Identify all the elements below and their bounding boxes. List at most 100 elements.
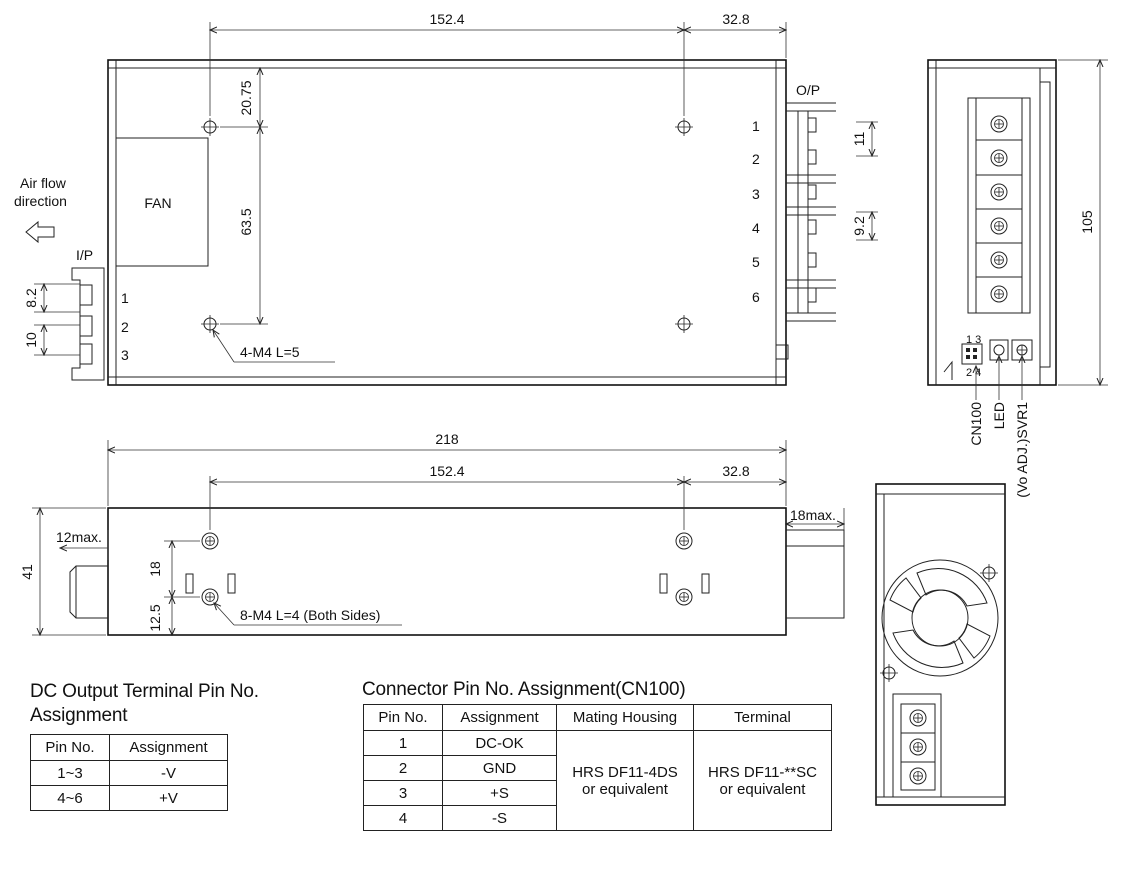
top-view-body bbox=[107, 59, 787, 386]
dim-105: 105 bbox=[1079, 210, 1095, 234]
dim-152-4: 152.4 bbox=[429, 11, 464, 27]
cn100-label: CN100 bbox=[968, 402, 984, 446]
table-header: Terminal bbox=[693, 704, 832, 731]
dim-18: 18 bbox=[147, 561, 163, 577]
dim-10: 10 bbox=[23, 332, 39, 348]
dim-9-2: 9.2 bbox=[851, 216, 867, 236]
table-header: Pin No. bbox=[30, 734, 110, 761]
back-screw-icon bbox=[879, 663, 899, 683]
terminal-line-2: or equivalent bbox=[719, 780, 806, 798]
cn100-top-pins: 1 3 bbox=[966, 334, 981, 346]
end-view-body bbox=[927, 59, 1057, 386]
terminal-cell: HRS DF11-**SC or equivalent bbox=[693, 730, 832, 831]
mating-housing-cell: HRS DF11-4DS or equivalent bbox=[556, 730, 694, 831]
dim-20-75: 20.75 bbox=[238, 80, 254, 115]
cn100-connector bbox=[961, 343, 983, 365]
back-terminal-screw-icon bbox=[909, 738, 927, 756]
fan-label: FAN bbox=[144, 195, 171, 211]
back-terminal-screw-icon bbox=[909, 767, 927, 785]
table-cell: +V bbox=[109, 785, 228, 811]
dim-32-8: 32.8 bbox=[722, 11, 749, 27]
side-dim-32-8: 32.8 bbox=[722, 463, 749, 479]
terminal-screw-icon bbox=[990, 285, 1008, 303]
table-row: 1~3 -V bbox=[30, 760, 228, 786]
ip-pin-1: 1 bbox=[121, 290, 129, 306]
table-header: Mating Housing bbox=[556, 704, 694, 731]
dc-table-title-1: DC Output Terminal Pin No. bbox=[30, 681, 259, 702]
table-row: 1 DC-OK HRS DF11-4DS or equivalent HRS D… bbox=[363, 730, 832, 831]
table-row: 4 -S bbox=[363, 805, 832, 831]
table-cell: 3 bbox=[363, 780, 443, 806]
cn100-bottom-pins: 2 4 bbox=[966, 367, 981, 379]
table-cell: 4 bbox=[363, 805, 443, 831]
terminal-line-1: HRS DF11-**SC bbox=[708, 763, 817, 781]
dim-63-5: 63.5 bbox=[238, 208, 254, 235]
op-pin-2: 2 bbox=[752, 151, 760, 167]
top-view: FAN Air flow direction 152.4 32.8 20.75 … bbox=[14, 11, 878, 386]
airflow-label-2: direction bbox=[14, 193, 67, 209]
screw-hole-icon bbox=[674, 117, 694, 137]
ip-pin-3: 3 bbox=[121, 347, 129, 363]
airflow-arrow-icon bbox=[25, 220, 55, 244]
mating-housing-line-2: or equivalent bbox=[582, 780, 668, 798]
back-terminal-screw-icon bbox=[909, 709, 927, 727]
side-view: 218 152.4 32.8 18 12.5 8-M4 L=4 (Both Si… bbox=[19, 431, 844, 635]
table-header: Pin No. bbox=[363, 704, 443, 731]
side-output-block bbox=[786, 529, 845, 619]
side-screw-hole-icon bbox=[201, 588, 219, 606]
op-pin-6: 6 bbox=[752, 289, 760, 305]
cn100-table: Pin No. Assignment Mating Housing Termin… bbox=[363, 704, 832, 831]
table-header-row: Pin No. Assignment Mating Housing Termin… bbox=[363, 704, 832, 731]
table-cell: +S bbox=[442, 780, 557, 806]
side-view-body bbox=[107, 507, 787, 636]
cn-table-title: Connector Pin No. Assignment(CN100) bbox=[362, 679, 686, 700]
terminal-screw-icon bbox=[990, 115, 1008, 133]
dim-12-5: 12.5 bbox=[147, 604, 163, 631]
end-view: 1 3 2 4 CN100 LED (Vo ADJ.)SVR1 105 bbox=[927, 59, 1108, 498]
airflow-label-1: Air flow bbox=[20, 175, 67, 191]
input-connector bbox=[71, 267, 105, 381]
table-row: 3 +S bbox=[363, 780, 832, 806]
side-dim-152-4: 152.4 bbox=[429, 463, 464, 479]
table-header: Assignment bbox=[109, 734, 228, 761]
table-cell: 1~3 bbox=[30, 760, 110, 786]
screw-hole-icon bbox=[200, 314, 220, 334]
dim-218: 218 bbox=[435, 431, 459, 447]
side-screw-hole-icon bbox=[675, 588, 693, 606]
side-input-connector bbox=[69, 565, 108, 619]
op-pin-3: 3 bbox=[752, 186, 760, 202]
table-cell: 4~6 bbox=[30, 785, 110, 811]
table-row: 4~6 +V bbox=[30, 785, 228, 811]
dim-41: 41 bbox=[19, 564, 35, 580]
terminal-screw-icon bbox=[990, 251, 1008, 269]
table-cell: DC-OK bbox=[442, 730, 557, 756]
dim-18max: 18max. bbox=[790, 507, 836, 523]
screw-hole-icon bbox=[200, 117, 220, 137]
back-view bbox=[875, 483, 1006, 806]
screw-note: 4-M4 L=5 bbox=[240, 344, 300, 360]
dim-8-2: 8.2 bbox=[23, 288, 39, 308]
op-pin-4: 4 bbox=[752, 220, 760, 236]
table-cell: 1 bbox=[363, 730, 443, 756]
dim-12max: 12max. bbox=[56, 529, 102, 545]
table-header-row: Pin No. Assignment bbox=[30, 734, 228, 761]
screw-hole-icon bbox=[674, 314, 694, 334]
fan-outline bbox=[115, 137, 209, 267]
side-screw-note: 8-M4 L=4 (Both Sides) bbox=[240, 607, 380, 623]
terminal-block bbox=[967, 97, 1031, 314]
table-cell: GND bbox=[442, 755, 557, 781]
terminal-screw-icon bbox=[990, 183, 1008, 201]
side-screw-hole-icon bbox=[675, 532, 693, 550]
terminal-screw-icon bbox=[990, 149, 1008, 167]
table-cell: -V bbox=[109, 760, 228, 786]
terminal-screw-icon bbox=[990, 217, 1008, 235]
led-label: LED bbox=[991, 402, 1007, 429]
back-terminal-block bbox=[892, 693, 942, 798]
ip-pin-2: 2 bbox=[121, 319, 129, 335]
svr1-label: (Vo ADJ.)SVR1 bbox=[1014, 402, 1030, 498]
output-terminal-block bbox=[775, 102, 836, 360]
dim-11: 11 bbox=[851, 132, 867, 147]
op-pin-1: 1 bbox=[752, 118, 760, 134]
output-label: O/P bbox=[796, 82, 820, 98]
